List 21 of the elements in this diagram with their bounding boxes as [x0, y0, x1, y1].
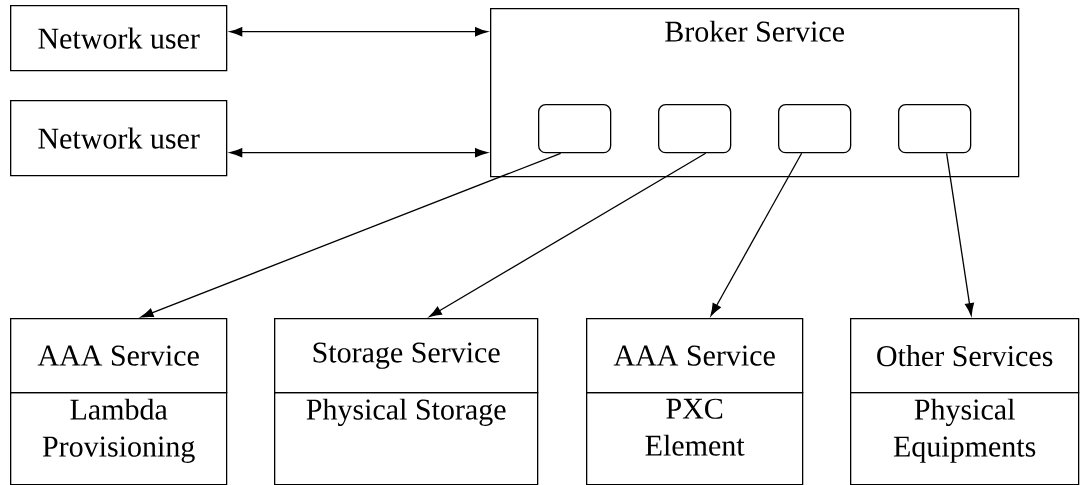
- arrow: [429, 152, 707, 318]
- user-box: Network user: [10, 5, 228, 72]
- arrow: [946, 152, 975, 316]
- service-box: Broker Service: [490, 8, 1020, 178]
- arrow: [229, 148, 488, 158]
- user-box: Network user: [10, 100, 228, 177]
- module-box: [658, 104, 732, 154]
- resource-box: Lambda Provisioning: [10, 392, 228, 485]
- resource-box: Physical Storage: [274, 392, 539, 485]
- arrow: [140, 152, 562, 318]
- arrow: [229, 27, 488, 37]
- service-header-box: Storage Service: [274, 318, 539, 394]
- resource-box: Physical Equipments: [850, 392, 1080, 485]
- resource-box: PXC Element: [586, 392, 804, 485]
- service-header-box: AAA Service: [10, 318, 228, 394]
- module-box: [778, 104, 852, 154]
- module-box: [898, 104, 972, 154]
- service-header-box: AAA Service: [586, 318, 804, 394]
- module-box: [538, 104, 612, 154]
- service-header-box: Other Services: [850, 318, 1080, 394]
- arrow: [710, 152, 803, 317]
